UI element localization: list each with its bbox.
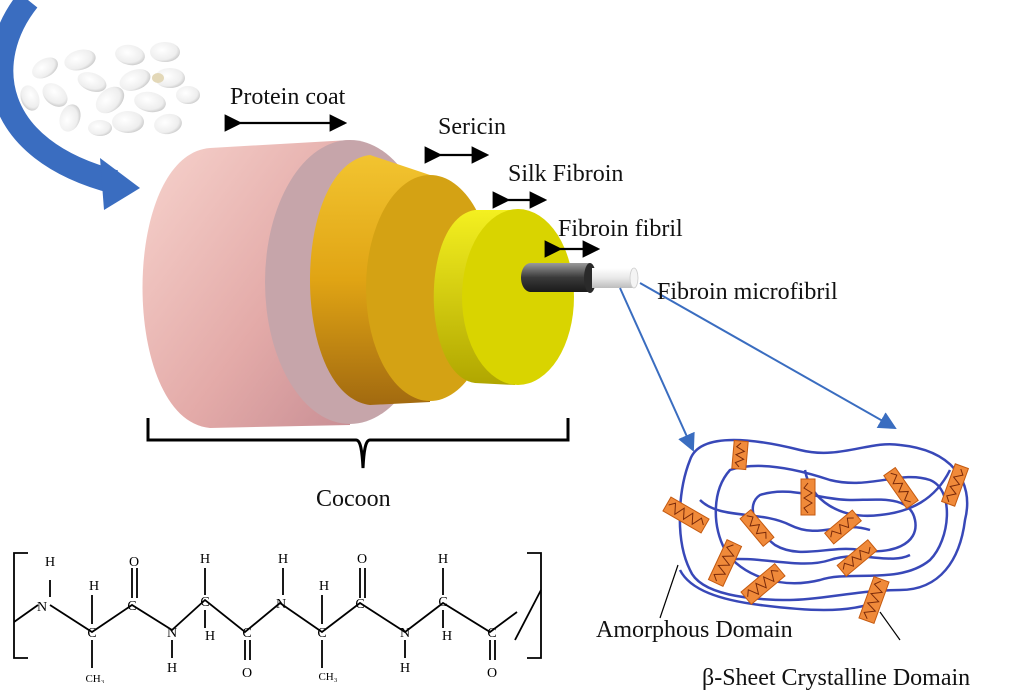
amorphous-leader bbox=[659, 564, 679, 619]
svg-text:H: H bbox=[400, 661, 410, 676]
svg-text:C: C bbox=[438, 595, 447, 610]
svg-text:H: H bbox=[167, 661, 177, 676]
svg-text:H: H bbox=[200, 552, 210, 567]
sericin-label: Sericin bbox=[438, 114, 506, 140]
protein-coat-label: Protein coat bbox=[230, 84, 346, 110]
fibroin-microfibril-label: Fibroin microfibril bbox=[657, 279, 838, 305]
svg-text:C: C bbox=[127, 599, 136, 614]
silk-fibroin-label: Silk Fibroin bbox=[508, 161, 624, 187]
cocoons-image bbox=[20, 42, 200, 136]
crystalline-leader bbox=[879, 611, 901, 641]
svg-text:CH₃: CH₃ bbox=[318, 671, 337, 683]
svg-text:H: H bbox=[442, 629, 452, 644]
svg-text:H: H bbox=[319, 579, 329, 594]
zoom-lines bbox=[619, 282, 897, 452]
svg-text:N: N bbox=[276, 597, 286, 612]
svg-text:H: H bbox=[45, 555, 55, 570]
svg-text:N: N bbox=[400, 626, 410, 641]
beta-sheet-crystals bbox=[662, 439, 970, 625]
svg-text:C: C bbox=[317, 626, 326, 641]
svg-text:O: O bbox=[129, 555, 139, 570]
chemical-atom-labels: H N H C CH₃ O C N H H C H C O H N H C CH… bbox=[37, 552, 497, 683]
svg-text:C: C bbox=[87, 626, 96, 641]
cocoon-label: Cocoon bbox=[316, 486, 391, 512]
svg-text:N: N bbox=[37, 600, 47, 615]
svg-text:C: C bbox=[487, 626, 496, 641]
svg-text:C: C bbox=[200, 595, 209, 610]
svg-text:C: C bbox=[355, 597, 364, 612]
fibroin-microfibril-rod bbox=[592, 268, 634, 288]
svg-text:H: H bbox=[278, 552, 288, 567]
fibroin-chemical-structure bbox=[13, 552, 542, 668]
svg-text:H: H bbox=[438, 552, 448, 567]
svg-text:H: H bbox=[89, 579, 99, 594]
svg-text:CH₃: CH₃ bbox=[85, 673, 104, 683]
svg-text:H: H bbox=[205, 629, 215, 644]
svg-text:O: O bbox=[357, 552, 367, 567]
svg-text:O: O bbox=[487, 666, 497, 681]
svg-text:O: O bbox=[242, 666, 252, 681]
curved-arrow-icon bbox=[0, 0, 140, 210]
cocoon-brace bbox=[146, 418, 570, 469]
beta-sheet-crystalline-domain-label: β-Sheet Crystalline Domain bbox=[702, 665, 971, 691]
svg-text:C: C bbox=[242, 626, 251, 641]
dimension-arrows bbox=[224, 114, 601, 258]
fibroin-fibril-label: Fibroin fibril bbox=[558, 216, 683, 242]
amorphous-domain-label: Amorphous Domain bbox=[596, 617, 793, 643]
svg-text:N: N bbox=[167, 626, 177, 641]
fibroin-fibril-rod bbox=[521, 263, 590, 292]
